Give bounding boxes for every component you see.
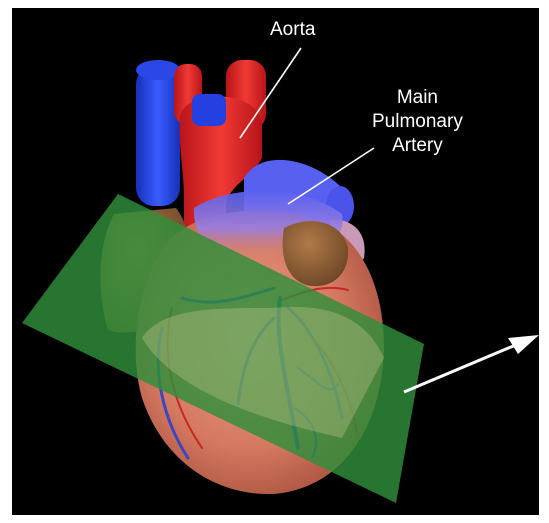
direction-arrow-icon (404, 335, 539, 392)
main-pulmonary-artery-label: Main Pulmonary Artery (372, 86, 463, 158)
superior-vena-cava (136, 60, 180, 206)
heart-illustration: Aorta Main Pulmonary Artery (12, 8, 539, 515)
label-line-2: Pulmonary (372, 110, 463, 134)
aorta-label: Aorta (270, 18, 315, 42)
heart-graphic (12, 8, 539, 515)
brachiocephalic-vein (192, 94, 226, 126)
label-line-3: Artery (372, 134, 463, 158)
label-line-1: Main (372, 86, 463, 110)
